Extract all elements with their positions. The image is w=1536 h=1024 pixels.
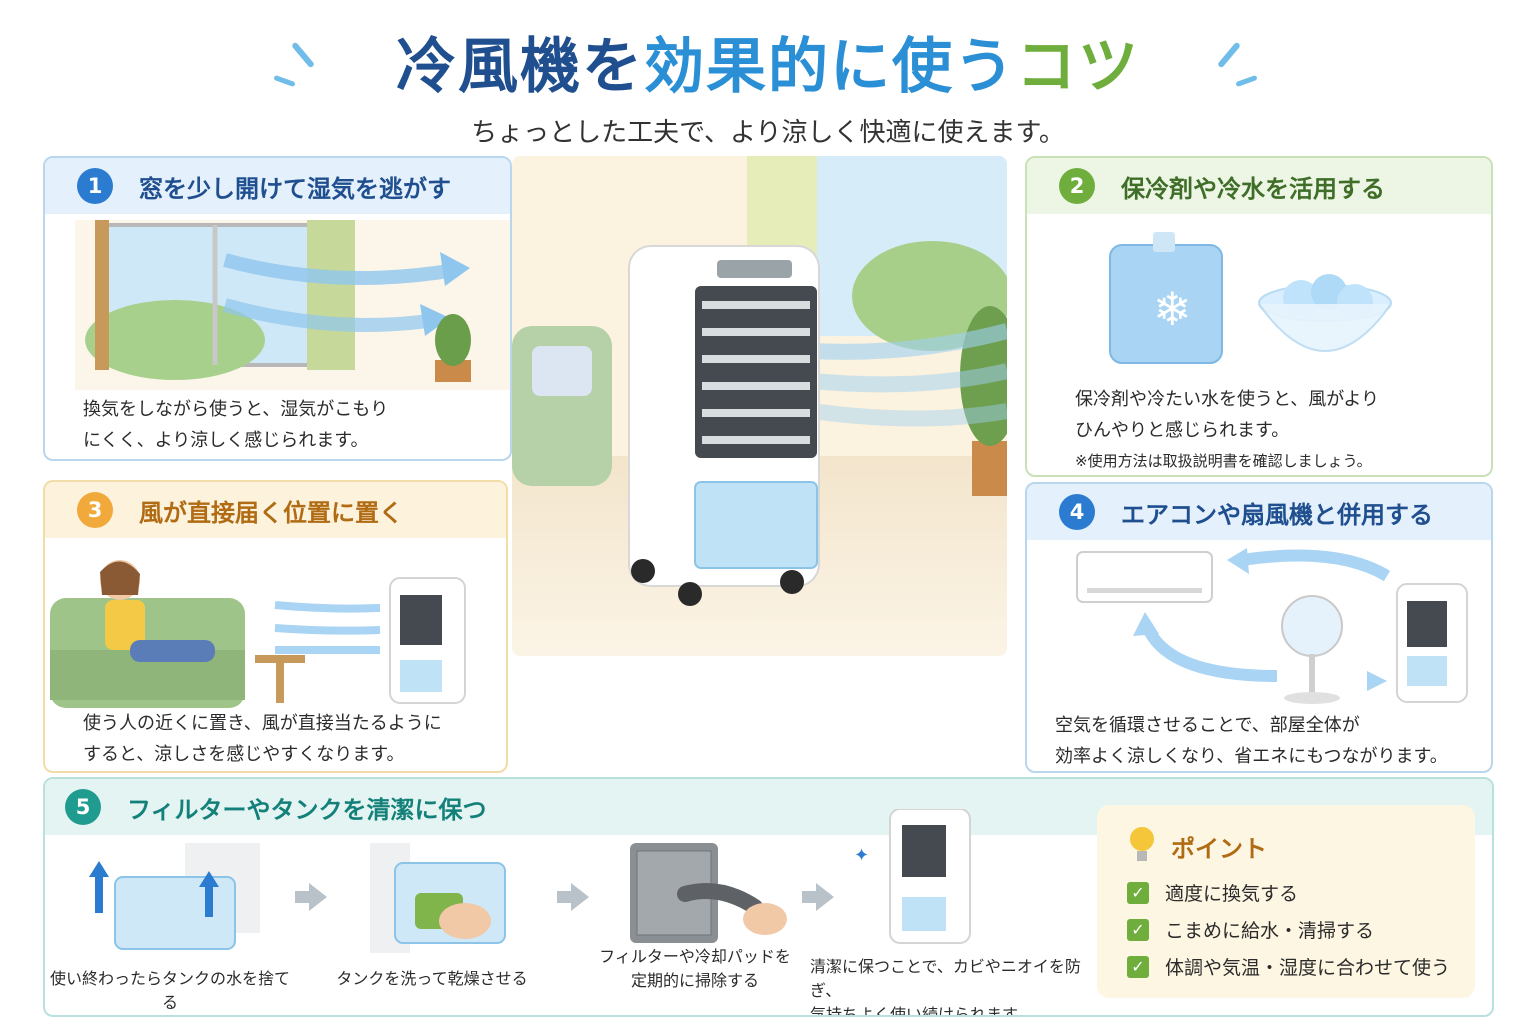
ice-bowl-icon bbox=[1258, 274, 1392, 352]
svg-text:✦: ✦ bbox=[854, 845, 869, 866]
air-cooler-icon bbox=[389, 577, 466, 704]
point-item: ✓ 適度に換気する bbox=[1127, 879, 1298, 906]
tip-number-badge: 5 bbox=[65, 789, 101, 825]
tip-description: にくく、より涼しく感じられます。 bbox=[83, 430, 369, 451]
point-item-label: 体調や気温・湿度に合わせて使う bbox=[1165, 957, 1451, 979]
point-item: ✓ こまめに給水・清掃する bbox=[1127, 916, 1374, 943]
page-title: 冷風機を効果的に使うコツ bbox=[0, 18, 1536, 105]
title-part: コツ bbox=[1016, 32, 1140, 102]
tip-card-4: 4 エアコンや扇風機と併用する 空気を循環させることで、部屋全体が 効率よく涼し… bbox=[1025, 482, 1493, 773]
arrow-right-icon bbox=[295, 891, 311, 903]
tip-card-2: 2 保冷剤や冷水を活用する ❄ 保冷剤や冷たい水を使うと、風がより ひんやりと感… bbox=[1025, 156, 1493, 477]
page-subtitle: ちょっとした工夫で、より涼しく快適に使えます。 bbox=[471, 118, 1065, 148]
tip-title: 窓を少し開けて湿気を逃がす bbox=[139, 174, 451, 203]
sponge-icon bbox=[370, 843, 506, 953]
tip-description: 効率よく涼しくなり、省エネにもつながります。 bbox=[1055, 746, 1448, 767]
point-item-label: こまめに給水・清掃する bbox=[1165, 920, 1375, 942]
airflow-diagram bbox=[1076, 548, 1468, 704]
point-item-label: 適度に換気する bbox=[1165, 883, 1299, 905]
tip-title: エアコンや扇風機と併用する bbox=[1121, 500, 1433, 529]
tip-header: 3 風が直接届く位置に置く bbox=[45, 482, 506, 538]
tip-title: 風が直接届く位置に置く bbox=[139, 498, 403, 527]
tip-number-badge: 4 bbox=[1059, 494, 1095, 530]
tip-description: 換気をしながら使うと、湿気がこもり bbox=[83, 399, 389, 420]
air-cooler-icon bbox=[1396, 583, 1468, 703]
tip-header: 4 エアコンや扇風機と併用する bbox=[1027, 484, 1491, 540]
tip-header: 1 窓を少し開けて湿気を逃がす bbox=[45, 158, 510, 214]
window-icon bbox=[75, 220, 510, 390]
arrow-right-icon bbox=[571, 883, 589, 911]
plant-icon bbox=[435, 314, 471, 382]
tip-description: ひんやりと感じられます。 bbox=[1075, 420, 1290, 441]
vacuum-nozzle-icon bbox=[677, 883, 787, 935]
tip-title: 保冷剤や冷水を活用する bbox=[1121, 174, 1385, 203]
tank-icon bbox=[89, 843, 260, 950]
step-label: 定期的に掃除する bbox=[630, 971, 759, 990]
point-title: ポイント bbox=[1171, 835, 1267, 863]
air-cooler-icon bbox=[628, 245, 820, 606]
point-item: ✓ 体調や気温・湿度に合わせて使う bbox=[1127, 953, 1450, 980]
tip-number-badge: 1 bbox=[77, 168, 113, 204]
step-label: 使い終わったらタンクの水を捨てる bbox=[49, 969, 290, 1012]
tip-description: 保冷剤や冷たい水を使うと、風がより bbox=[1075, 389, 1380, 410]
title-part: 効果的に使う bbox=[644, 32, 1016, 102]
arrow-right-icon bbox=[557, 891, 573, 903]
tip-card-3: 3 風が直接届く位置に置く 使う人の近くに置き、風が直接当たるように すると、涼… bbox=[43, 480, 508, 773]
title-part: 冷風機を bbox=[396, 32, 644, 102]
filter-icon bbox=[630, 843, 787, 943]
person-on-sofa-icon bbox=[50, 560, 466, 708]
tip-description: 使う人の近くに置き、風が直接当たるように bbox=[83, 713, 442, 734]
tip-description: すると、涼しさを感じやすくなります。 bbox=[83, 744, 405, 765]
checkbox-icon: ✓ bbox=[1127, 955, 1149, 978]
electric-fan-icon bbox=[1281, 595, 1343, 704]
checkbox-icon: ✓ bbox=[1127, 881, 1149, 904]
checkbox-icon: ✓ bbox=[1127, 918, 1149, 941]
step-label: フィルターや冷却パッドを bbox=[599, 947, 791, 966]
air-cooler-icon: ✦ bbox=[854, 809, 971, 944]
tip-header: 2 保冷剤や冷水を活用する bbox=[1027, 158, 1491, 214]
step-label: 清潔に保つことで、カビやニオイを防ぎ、 bbox=[810, 957, 1081, 1000]
tip-note: ※使用方法は取扱説明書を確認しましょう。 bbox=[1075, 452, 1372, 470]
step-label: 気持ちよく使い続けられます。 bbox=[810, 1005, 1033, 1017]
air-cooler-illustration bbox=[512, 156, 1007, 656]
tip-number-badge: 3 bbox=[77, 492, 113, 528]
arrow-right-icon bbox=[309, 883, 327, 911]
point-box: ポイント ✓ 適度に換気する ✓ こまめに給水・清掃する ✓ 体調や気温・湿度に… bbox=[1097, 805, 1475, 998]
tip-card-1: 1 窓を少し開けて湿気を逃がす 換気をしながら使うと、湿気がこもり にくく、より… bbox=[43, 156, 512, 461]
step-label: タンクを洗って乾燥させる bbox=[336, 969, 528, 988]
lightbulb-icon bbox=[1130, 827, 1154, 861]
arrow-right-icon bbox=[816, 883, 834, 911]
tip-title: フィルターやタンクを清潔に保つ bbox=[127, 795, 487, 824]
tip-number-badge: 2 bbox=[1059, 168, 1095, 204]
air-conditioner-icon bbox=[1076, 551, 1213, 603]
arrow-right-icon bbox=[802, 891, 818, 903]
svg-text:❄: ❄ bbox=[1153, 282, 1192, 336]
ice-pack-icon: ❄ bbox=[1109, 232, 1223, 364]
tip-description: 空気を循環させることで、部屋全体が bbox=[1055, 715, 1360, 736]
